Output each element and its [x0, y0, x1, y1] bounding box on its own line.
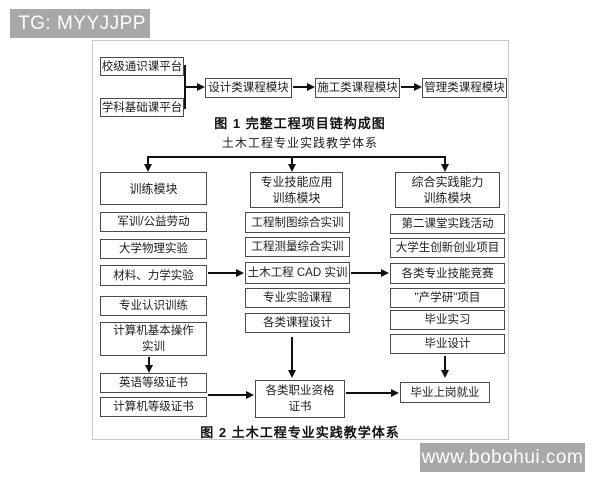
fig1-chain-box-1: 设计类课程模块 — [205, 78, 292, 98]
fig2-col3-item-internship: 毕业实习 — [390, 310, 505, 330]
fig2-top-arrow-left-line — [147, 156, 149, 165]
arrow-certs-to-qualification-head — [246, 391, 254, 399]
fig1-arrow-3-line — [401, 86, 415, 88]
fig2-col3-header: 综合实践能力 训练模块 — [395, 172, 500, 208]
fig2-col2-header: 专业技能应用 训练模块 — [250, 172, 343, 208]
fig2-col2-item-cad: 土木工程 CAD 实训 — [245, 262, 350, 284]
fig2-top-arrow-right-head — [441, 164, 449, 172]
arrow-qualification-to-employment-line — [346, 392, 392, 394]
fig1-caption: 图 1 完整工程项目链构成图 — [214, 116, 386, 131]
fig2-col1-cert-english: 英语等级证书 — [100, 373, 207, 393]
fig2-col2-down-arrow-head — [288, 370, 296, 378]
fig2-top-line — [147, 156, 446, 158]
fig1-chain-box-2: 施工类课程模块 — [315, 78, 400, 98]
fig2-col1-item-physics: 大学物理实验 — [100, 239, 207, 259]
fig1-arrow-2-head — [307, 83, 315, 91]
fig2-col3-down-arrow-line — [444, 356, 446, 370]
arrow-qualification-to-employment-head — [391, 389, 399, 397]
fig2-caption: 图 2 土木工程专业实践教学体系 — [200, 425, 400, 440]
fig2-col3-header-line2: 训练模块 — [423, 191, 472, 205]
fig2-col1-down-arrow-line — [148, 357, 150, 365]
fig1-platform-box-1: 校级通识课平台 — [100, 57, 184, 76]
fig2-col3-result-box: 毕业上岗就业 — [400, 382, 490, 403]
arrow-cad-to-competition-line — [351, 272, 382, 274]
fig2-col3-header-line1: 综合实践能力 — [411, 175, 484, 189]
watermark-bottom: www.bobohui.com — [420, 443, 585, 472]
fig2-col2-result-line1: 各类职业资格 — [265, 385, 335, 397]
fig1-arrow-3-head — [414, 83, 422, 91]
fig2-col2-result-box: 各类职业资格 证书 — [255, 380, 345, 418]
fig2-col1-item-computer-line1: 计算机基本操作 — [113, 325, 194, 337]
fig2-col2-item-drawing: 工程制图综合实训 — [245, 212, 350, 233]
fig2-col2-item-survey: 工程测量综合实训 — [245, 237, 350, 257]
fig2-col1-header: 训练模块 — [100, 172, 207, 205]
arrow-materials-to-cad-line — [208, 272, 237, 274]
fig2-top-arrow-left-head — [144, 164, 152, 172]
fig2-col1-item-computer: 计算机基本操作 实训 — [100, 322, 207, 356]
fig2-col3-down-arrow-head — [441, 370, 449, 378]
fig1-arrow-1-line — [186, 86, 198, 88]
fig2-col3-item-innovation: 大学生创新创业项目 — [390, 238, 505, 258]
fig2-col1-cert-computer: 计算机等级证书 — [100, 397, 207, 417]
fig2-col2-down-arrow-line — [291, 337, 293, 370]
fig2-title: 土木工程专业实践教学体系 — [221, 136, 378, 150]
fig2-top-arrow-mid-line — [291, 156, 293, 165]
fig1-platform-box-2: 学科基础课平台 — [100, 98, 184, 117]
watermark-top: TG: MYYJJPP — [10, 9, 150, 38]
arrow-materials-to-cad-head — [236, 269, 244, 277]
fig2-col1-item-computer-line2: 实训 — [142, 341, 165, 353]
fig1-bracket-line — [184, 65, 186, 109]
fig2-col2-header-line1: 专业技能应用 — [260, 175, 333, 189]
fig2-col2-header-line2: 训练模块 — [272, 191, 321, 205]
fig1-arrow-2-line — [293, 86, 308, 88]
fig2-col1-item-materials: 材料、力学实验 — [100, 265, 207, 286]
fig2-col3-item-grad-design: 毕业设计 — [390, 334, 505, 354]
fig2-col1-down-arrow-head — [145, 365, 153, 373]
arrow-cad-to-competition-head — [381, 269, 389, 277]
fig2-col2-item-lab: 专业实验课程 — [245, 288, 350, 308]
fig2-col1-item-military: 军训/公益劳动 — [100, 212, 207, 232]
fig2-top-arrow-right-line — [444, 156, 446, 165]
fig2-col1-item-cognition: 专业认识训练 — [100, 296, 207, 316]
arrow-certs-to-qualification-line — [208, 394, 247, 396]
fig2-col2-result-line2: 证书 — [288, 401, 312, 413]
fig2-col3-item-competition: 各类专业技能竞赛 — [390, 263, 505, 284]
fig2-top-arrow-mid-head — [288, 164, 296, 172]
fig2-col3-item-second-class: 第二课堂实践活动 — [390, 214, 505, 234]
fig2-col3-item-iur-project: "产学研"项目 — [390, 288, 505, 308]
fig1-arrow-1-head — [197, 83, 205, 91]
fig1-chain-box-3: 管理类课程模块 — [422, 78, 507, 98]
fig2-col2-item-course-design: 各类课程设计 — [245, 313, 350, 333]
